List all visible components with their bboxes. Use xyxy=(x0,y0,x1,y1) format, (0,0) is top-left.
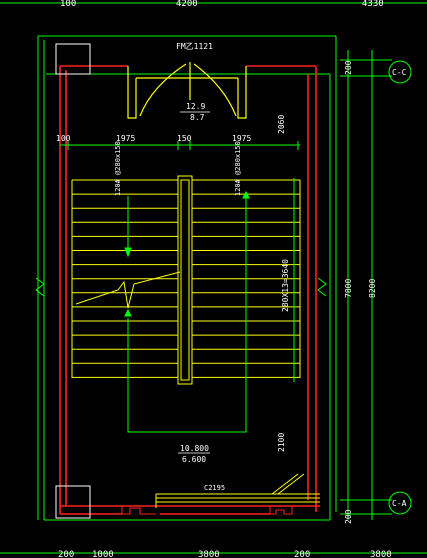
right-dim-bottom: 200 xyxy=(344,509,353,524)
bottom-dim-e: 3800 xyxy=(370,550,392,558)
landing-elev-bottom: 8.7 xyxy=(190,113,205,122)
right-dim-top: 200 xyxy=(344,60,353,75)
door-opening xyxy=(127,62,247,119)
axis-bubble-top: C-C xyxy=(388,60,412,84)
floor-elev-lower: 6.600 xyxy=(182,455,206,464)
rail-note-right-text: 120# @280x150 xyxy=(234,141,242,196)
bottom-dim-c: 3800 xyxy=(198,550,220,558)
handrail-well xyxy=(177,175,193,385)
dim-gap: 150 xyxy=(177,134,192,143)
dim-wall: 100 xyxy=(56,134,71,143)
dim-flight-length: 280X13=3640 xyxy=(281,259,290,312)
door-label: FM乙1121 xyxy=(176,42,213,51)
stair-break-line xyxy=(75,271,181,309)
landing-elev-top: 12.9 xyxy=(186,102,205,111)
bottom-dim-d: 200 xyxy=(294,550,310,558)
right-dim-total: 8200 xyxy=(368,279,377,298)
axis-frame xyxy=(35,35,337,521)
top-dim-left: 100 xyxy=(60,0,76,9)
right-dim-mid: 7800 xyxy=(344,279,353,298)
dim-lower-right: 2100 xyxy=(277,433,286,452)
dim-upper-right: 2060 xyxy=(277,115,286,134)
width-dimension-line xyxy=(60,141,300,150)
travel-arrows xyxy=(124,190,250,433)
top-dim-right: 4330 xyxy=(362,0,384,9)
floor-elev-upper: 10.800 xyxy=(180,444,209,453)
rail-note-left-text: 120# @280x150 xyxy=(114,141,122,196)
columns xyxy=(55,43,91,519)
axis-label-bottom: C-A xyxy=(392,499,407,508)
stair-treads xyxy=(71,179,301,378)
bottom-dim-a: 200 xyxy=(58,550,74,558)
bottom-window xyxy=(155,473,320,508)
walls xyxy=(59,65,320,515)
dim-flight-left: 1975 xyxy=(116,134,135,143)
rail-note-left: 120# @280x150 xyxy=(114,141,122,196)
rail-note-right: 120# @280x150 xyxy=(234,141,242,196)
right-dimension-chain xyxy=(340,50,392,520)
axis-bubble-bottom: C-A xyxy=(388,491,412,515)
dim-flight-right: 1975 xyxy=(232,134,251,143)
top-dim-mid: 4200 xyxy=(176,0,198,9)
axis-label-top: C-C xyxy=(392,68,407,77)
bottom-note: C2195 xyxy=(204,484,225,492)
bottom-wall-steps xyxy=(121,506,293,515)
bottom-dim-b: 1000 xyxy=(92,550,114,558)
